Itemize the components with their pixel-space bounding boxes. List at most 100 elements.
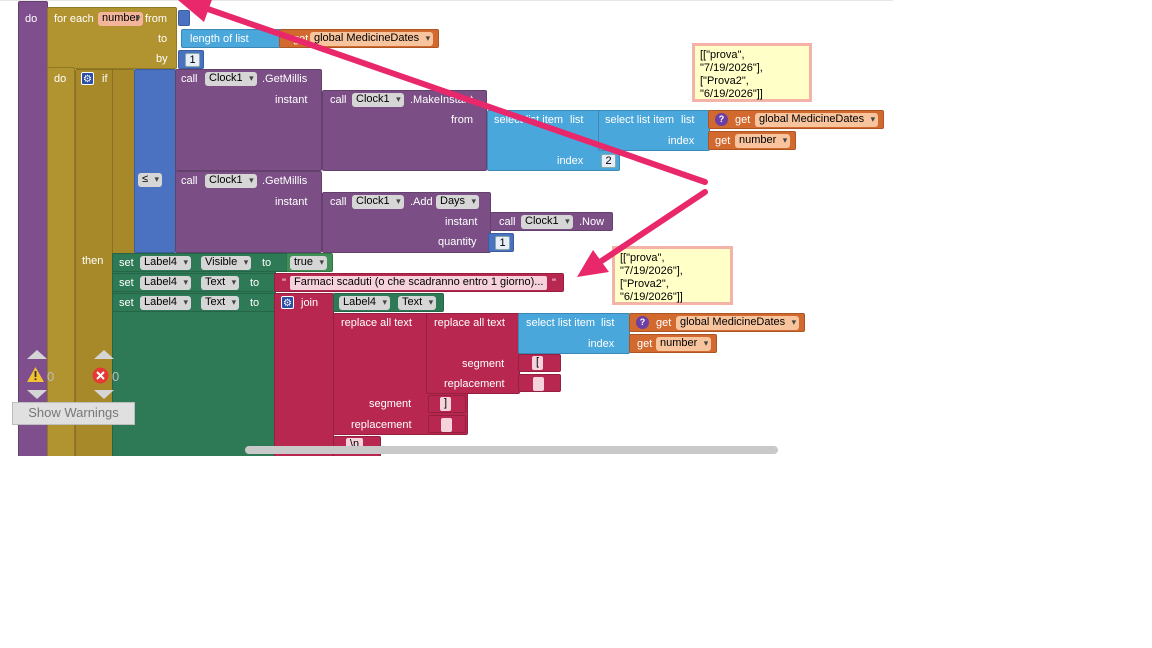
- to-label-2: to: [250, 277, 260, 289]
- global-var-dropdown-3[interactable]: global MedicineDates: [676, 316, 800, 330]
- days-dropdown[interactable]: Days: [436, 195, 480, 209]
- error-count: 0: [112, 369, 120, 384]
- list-label-1: list: [570, 114, 584, 126]
- show-warnings-button[interactable]: Show Warnings: [12, 402, 135, 425]
- label4-dropdown-2[interactable]: Label4: [140, 276, 192, 290]
- index-label-3: index: [588, 338, 615, 350]
- compare-block[interactable]: [134, 69, 176, 253]
- for-each-body-rail: [47, 67, 75, 456]
- true-dropdown[interactable]: true: [290, 256, 327, 270]
- error-circle-icon: [92, 367, 109, 384]
- get-label-5: get: [637, 338, 653, 350]
- text-dropdown-1[interactable]: Text: [201, 276, 240, 290]
- number-var-dropdown-2[interactable]: number: [656, 337, 712, 351]
- call-label-5: call: [499, 216, 516, 228]
- call-label-2: call: [330, 94, 347, 106]
- label4-dropdown-4[interactable]: Label4: [339, 296, 391, 310]
- set-label-3: set: [119, 297, 134, 309]
- select-list-item-label-2: select list item: [605, 114, 675, 126]
- compare-operator-dropdown[interactable]: ≤: [138, 173, 163, 187]
- horizontal-scrollbar[interactable]: [245, 446, 778, 454]
- quantity-value[interactable]: 1: [495, 236, 510, 250]
- set-label-2: set: [119, 277, 134, 289]
- do-inner-label: do: [54, 73, 67, 85]
- help-question-icon-2[interactable]: ?: [636, 316, 649, 329]
- warning-triangle-icon: [27, 367, 44, 382]
- length-of-list-label: length of list: [190, 33, 249, 45]
- label4-dropdown-1[interactable]: Label4: [140, 256, 192, 270]
- list-label-3: list: [601, 317, 615, 329]
- comment-bubble-middle[interactable]: [["prova", "7/19/2026"], ["Prova2", "6/1…: [612, 246, 733, 305]
- select-list-item-label-3: select list item: [526, 317, 596, 329]
- list-label-2: list: [681, 114, 695, 126]
- message-text[interactable]: Farmaci scaduti (o che scadranno entro 1…: [290, 276, 548, 290]
- join-gear-icon[interactable]: ⚙: [281, 296, 294, 309]
- from-value-block[interactable]: [178, 10, 190, 26]
- clock1-dropdown-1[interactable]: Clock1: [205, 72, 257, 86]
- blocks-workspace[interactable]: do for each number from to by do length …: [0, 0, 893, 456]
- select-list-item-block-3[interactable]: [518, 313, 630, 354]
- replacement-value-1[interactable]: [533, 377, 544, 391]
- text-dropdown-2[interactable]: Text: [201, 296, 240, 310]
- text-dropdown-3[interactable]: Text: [398, 296, 437, 310]
- for-each-label: for each: [54, 13, 94, 25]
- loop-variable-field[interactable]: number: [98, 12, 144, 26]
- warning-next-arrow-icon[interactable]: [27, 390, 47, 399]
- error-next-arrow-icon[interactable]: [94, 390, 114, 399]
- index-label-1: index: [557, 155, 584, 167]
- mutator-gear-icon[interactable]: ⚙: [81, 72, 94, 85]
- then-label: then: [82, 255, 104, 267]
- call-label-1: call: [181, 73, 198, 85]
- visible-dropdown[interactable]: Visible: [201, 256, 252, 270]
- call-label-3: call: [181, 175, 198, 187]
- select-list-item-block-2[interactable]: [598, 110, 710, 151]
- to-label-3: to: [250, 297, 260, 309]
- instant-label-3: instant: [445, 216, 478, 228]
- getmillis-label-2: .GetMillis: [262, 175, 308, 187]
- error-prev-arrow-icon[interactable]: [94, 350, 114, 359]
- by-value[interactable]: 1: [185, 53, 200, 67]
- replacement-label-1: replacement: [444, 378, 505, 390]
- quantity-label: quantity: [438, 236, 477, 248]
- instant-label-1: instant: [275, 94, 308, 106]
- get-label-4: get: [656, 317, 672, 329]
- annotation-arrow-1: [178, 0, 708, 185]
- help-question-icon-1[interactable]: ?: [715, 113, 728, 126]
- quote-close-1: ": [552, 277, 556, 289]
- replace-all-text-label-2: replace all text: [434, 317, 505, 329]
- global-var-dropdown-2[interactable]: global MedicineDates: [755, 113, 879, 127]
- number-var-dropdown-1[interactable]: number: [735, 134, 791, 148]
- select-list-item-block-1[interactable]: [487, 110, 620, 171]
- clock1-dropdown-3[interactable]: Clock1: [205, 174, 257, 188]
- global-var-dropdown-1[interactable]: global MedicineDates: [310, 32, 434, 46]
- get-label-3: get: [715, 135, 731, 147]
- clock1-dropdown-2[interactable]: Clock1: [352, 93, 404, 107]
- label4-dropdown-3[interactable]: Label4: [140, 296, 192, 310]
- from-label: from: [145, 13, 167, 25]
- clock1-dropdown-4[interactable]: Clock1: [352, 195, 404, 209]
- replacement-value-2[interactable]: [441, 418, 452, 432]
- clock-getmillis-block-1[interactable]: [175, 69, 322, 171]
- join-block[interactable]: [274, 293, 334, 456]
- clock-makeinstant-block[interactable]: [322, 90, 487, 171]
- to-label-1: to: [262, 257, 272, 269]
- call-label-4: call: [330, 196, 347, 208]
- segment-value-close[interactable]: ]: [440, 397, 452, 411]
- join-label: join: [301, 297, 319, 309]
- by-label: by: [156, 53, 168, 65]
- segment-label-1: segment: [462, 358, 505, 370]
- if-label: if: [102, 73, 108, 85]
- replace-all-text-block-2[interactable]: [426, 313, 520, 394]
- clock1-dropdown-5[interactable]: Clock1: [521, 215, 573, 229]
- replacement-label-2: replacement: [351, 419, 412, 431]
- segment-value-open[interactable]: [: [532, 356, 544, 370]
- segment-label-2: segment: [369, 398, 412, 410]
- instant-label-2: instant: [275, 196, 308, 208]
- to-label: to: [158, 33, 168, 45]
- quote-open-1: ": [282, 277, 286, 289]
- index-value-2[interactable]: 2: [601, 154, 616, 168]
- warning-prev-arrow-icon[interactable]: [27, 350, 47, 359]
- add-label: .Add: [410, 196, 433, 208]
- comment-bubble-top[interactable]: [["prova", "7/19/2026"], ["Prova2", "6/1…: [692, 43, 812, 102]
- get-label-2: get: [735, 114, 751, 126]
